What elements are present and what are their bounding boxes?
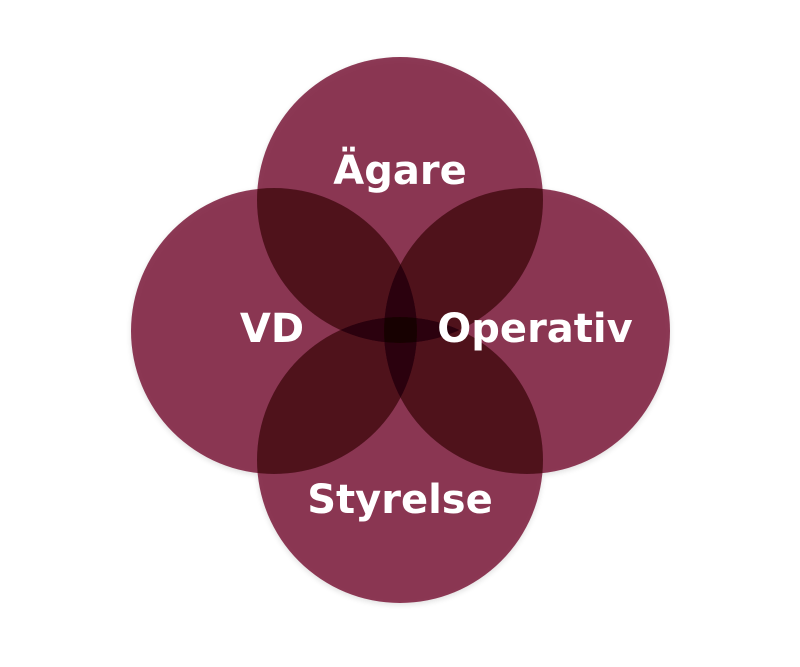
label-board: Styrelse [307,477,493,523]
circle-board [257,317,543,603]
label-operational: Operativ [437,306,632,352]
label-owner: Ägare [333,146,466,194]
label-ceo: VD [240,306,304,352]
